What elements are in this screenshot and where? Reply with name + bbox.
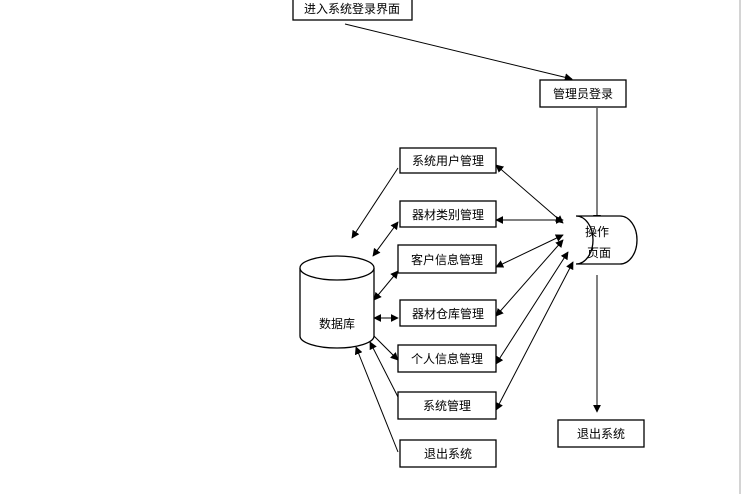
- node-user-mgmt-label: 系统用户管理: [412, 153, 484, 168]
- node-equip-warehouse-label: 器材仓库管理: [412, 306, 484, 321]
- edge-personal-operation: [495, 251, 569, 365]
- edge-sysmgmt-operation: [495, 261, 574, 411]
- node-enter-login: 进入系统登录界面: [292, 0, 413, 21]
- node-customer-info-label: 客户信息管理: [411, 252, 483, 267]
- node-enter-login-label: 进入系统登录界面: [304, 1, 400, 16]
- node-admin-login-label: 管理员登录: [553, 86, 613, 101]
- node-operation-page: 操作 页面: [575, 215, 638, 265]
- node-equip-category-label: 器材类别管理: [412, 207, 484, 222]
- node-user-mgmt: 系统用户管理: [399, 147, 497, 174]
- node-exit-right: 退出系统: [557, 419, 645, 448]
- node-database: 数据库: [299, 255, 375, 349]
- edge-sysmgmt-to-db: [369, 341, 399, 398]
- node-exit-left: 退出系统: [399, 439, 497, 468]
- node-sys-mgmt-label: 系统管理: [423, 398, 471, 413]
- node-operation-page-label-line1: 操作: [585, 224, 609, 239]
- edge-category-db: [372, 221, 399, 257]
- node-equip-warehouse: 器材仓库管理: [399, 299, 497, 327]
- edge-enter-to-admin: [344, 23, 573, 82]
- node-sys-mgmt: 系统管理: [397, 391, 497, 420]
- node-exit-right-label: 退出系统: [577, 427, 625, 441]
- node-exit-left-label: 退出系统: [424, 447, 472, 461]
- edge-exit-to-db: [354, 346, 399, 453]
- node-database-label: 数据库: [319, 316, 355, 331]
- edge-customer-db: [373, 270, 399, 301]
- node-admin-login: 管理员登录: [539, 79, 627, 108]
- edge-user-mgmt-to-db: [351, 167, 399, 239]
- node-customer-info: 客户信息管理: [397, 244, 497, 274]
- node-personal-info: 个人信息管理: [397, 344, 497, 373]
- edge-user-mgmt-operation: [495, 164, 564, 224]
- edge-db-to-personal: [373, 335, 399, 361]
- node-equip-category: 器材类别管理: [399, 200, 497, 228]
- node-operation-page-label-line2: 页面: [587, 246, 611, 260]
- node-personal-info-label: 个人信息管理: [411, 351, 483, 366]
